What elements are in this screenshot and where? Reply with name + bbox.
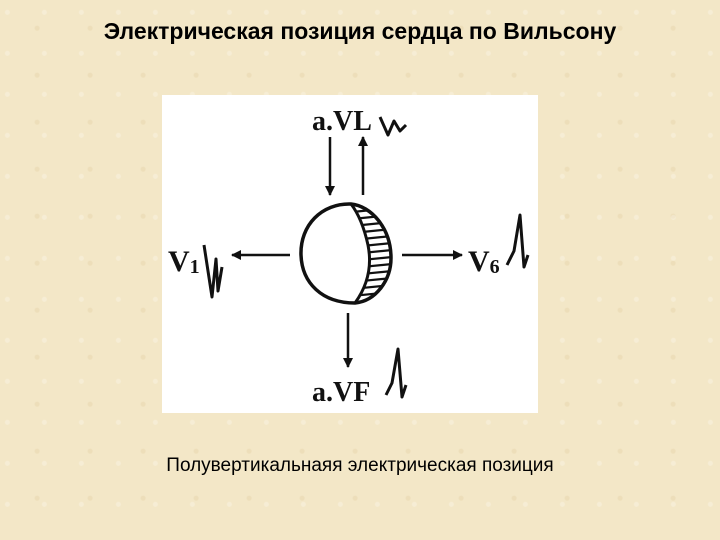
- ecg-complex-avl: [378, 116, 408, 137]
- diagram-canvas: a.VL V1: [168, 106, 530, 408]
- lead-label-avf: a.VF: [312, 377, 370, 408]
- lead-label-v6-main: V: [468, 245, 490, 278]
- lead-label-v6-sub: 6: [490, 256, 500, 278]
- slide-title: Электрическая позиция сердца по Вильсону: [103, 18, 617, 44]
- ecg-complex-v1: [202, 244, 224, 299]
- diagram-caption: Полувертикальнаяя электрическая позиция: [166, 455, 554, 476]
- heart-shape: [299, 202, 393, 305]
- lead-label-v6: V6: [468, 245, 500, 278]
- lead-label-v1-sub: 1: [190, 256, 200, 278]
- lead-label-avl: a.VL: [312, 106, 372, 137]
- heart-outline: [299, 202, 393, 305]
- ecg-complex-v6: [505, 213, 530, 269]
- lead-label-v1-main: V: [168, 245, 190, 278]
- ecg-complex-avf: [384, 347, 408, 399]
- lead-label-v1: V1: [168, 245, 200, 278]
- heart-inner-border: [349, 203, 371, 304]
- heart-position-diagram: a.VL V1: [162, 95, 538, 413]
